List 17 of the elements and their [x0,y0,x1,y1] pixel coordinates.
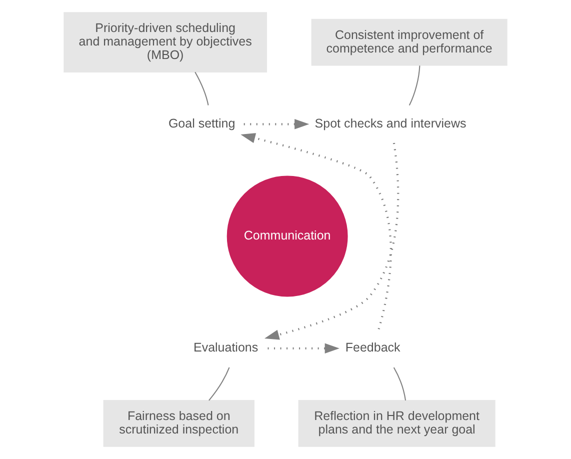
node-box: Priority-driven scheduling and management by objectives (MBO) [64,12,267,73]
node-box: Consistent improvement of competence and performance [311,18,508,66]
connector [194,72,209,106]
connector [208,367,230,401]
node-circle: Communication [226,176,348,297]
node-text: Evaluations [193,340,258,355]
arrow [264,142,400,340]
connector [393,367,406,400]
arrow [268,343,340,354]
node-box: Fairness based on scrutinized inspection [103,400,254,447]
arrow [240,133,392,330]
node-text: Feedback [345,340,400,355]
connector [408,66,420,106]
node-box: Reflection in HR development plans and the next year goal [298,400,496,447]
node-text: Goal setting [168,116,236,130]
node-text: Spot checks and interviews [314,116,466,130]
arrow [244,119,310,130]
